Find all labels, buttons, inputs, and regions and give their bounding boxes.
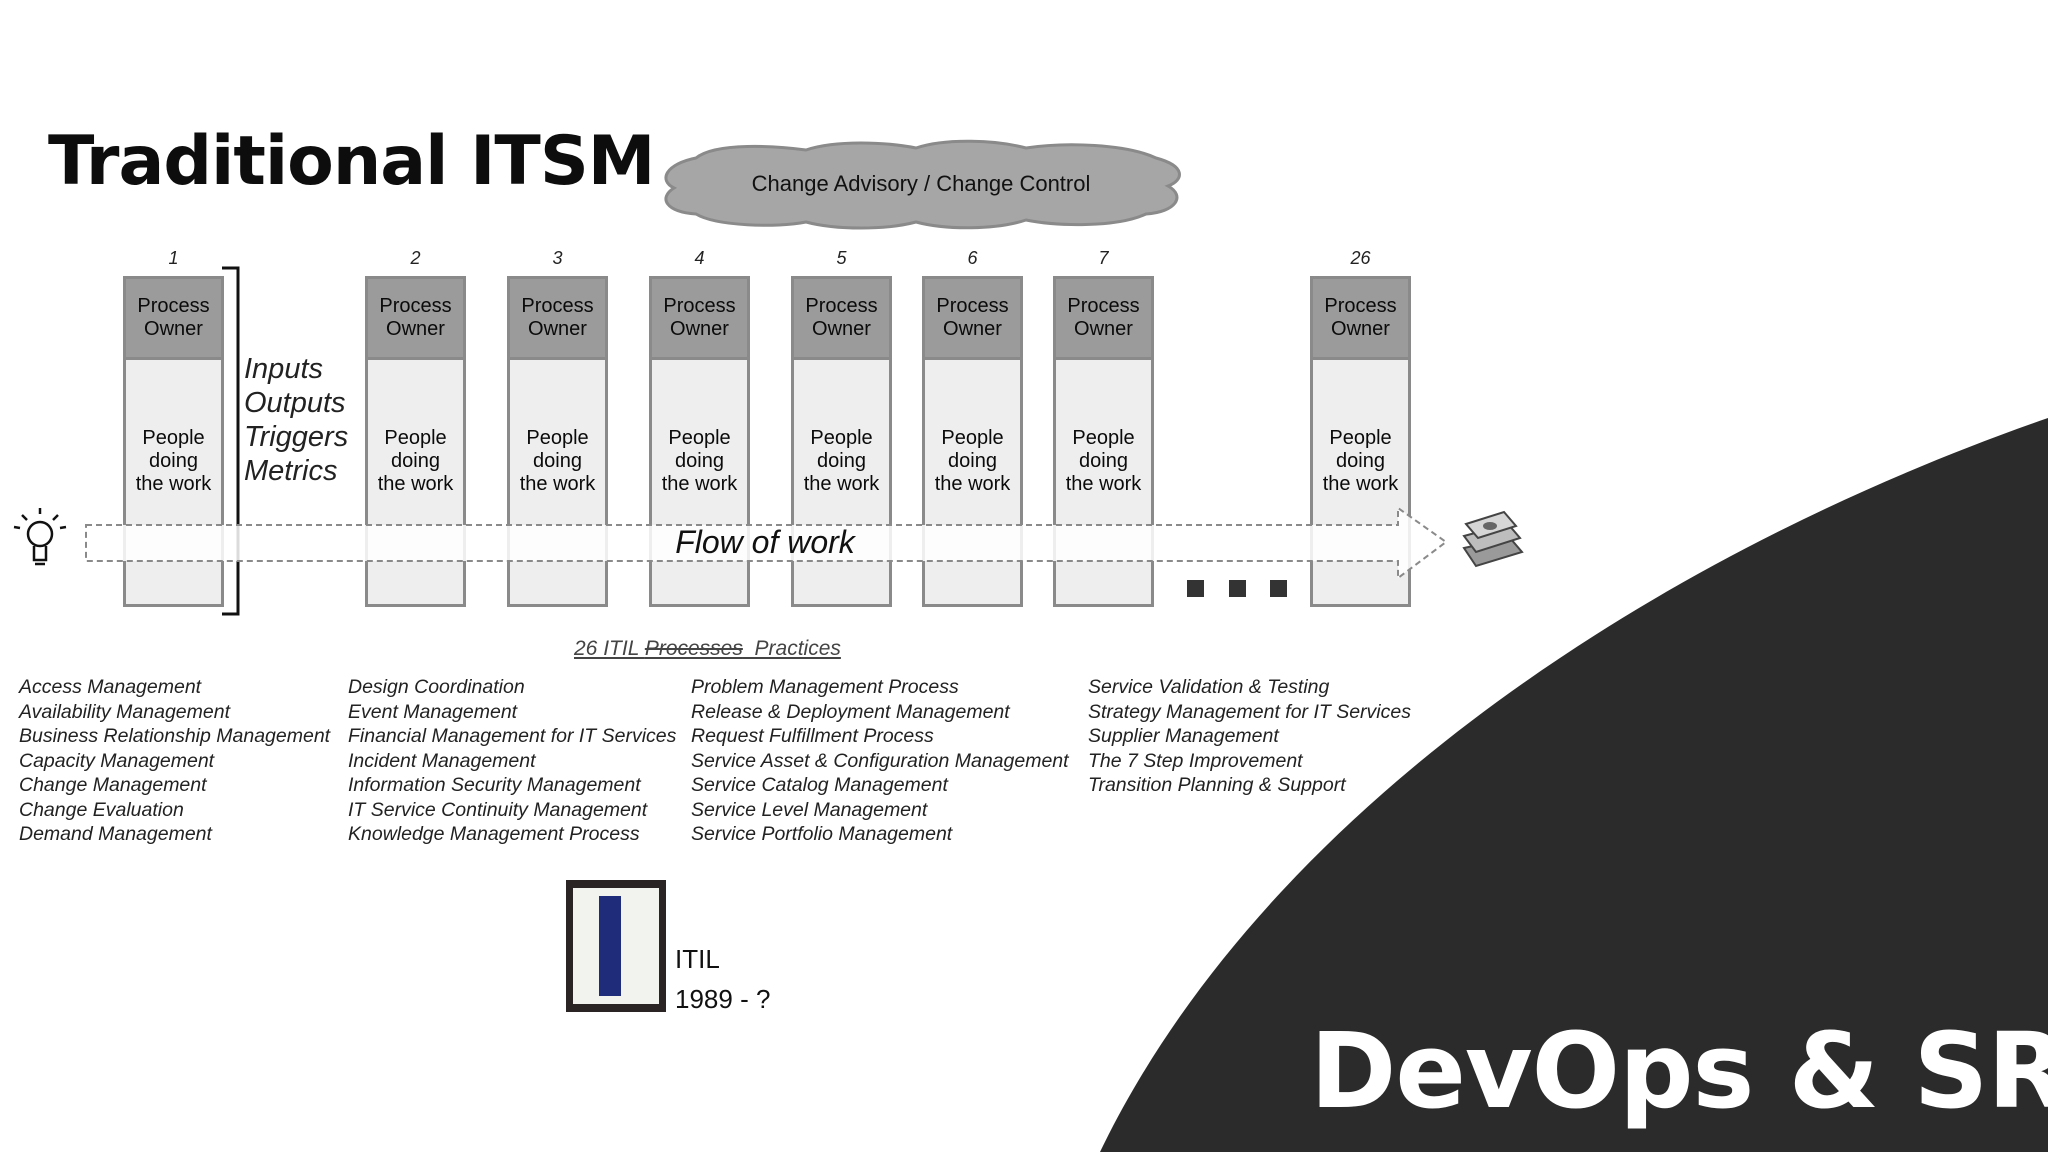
people-doing-work-label: People doing the work	[519, 427, 596, 495]
ellipsis-dot	[1270, 580, 1287, 597]
practice-item: Access Management	[19, 676, 202, 698]
process-owner-label: Process Owner	[791, 276, 892, 360]
practice-item: Problem Management Process	[691, 676, 959, 698]
itil-caption: ITIL 1989 - ?	[675, 939, 770, 1019]
practice-item: Request Fulfillment Process	[691, 725, 934, 747]
triggers-label: Triggers	[244, 421, 349, 453]
people-doing-work-label: People doing the work	[377, 427, 454, 495]
process-owner-label: Process Owner	[365, 276, 466, 360]
practices-heading: 26 ITIL Processes Practices	[574, 637, 841, 661]
lightbulb-icon	[13, 508, 67, 566]
metrics-label: Metrics	[244, 455, 338, 487]
process-number: 6	[967, 248, 978, 268]
ellipsis-dot	[1229, 580, 1246, 597]
heading-prefix: 26 ITIL	[574, 637, 645, 660]
process-owner-label: Process Owner	[123, 276, 224, 360]
people-doing-work-label: People doing the work	[1322, 427, 1399, 495]
process-owner-label: Process Owner	[507, 276, 608, 360]
process-number: 2	[410, 248, 421, 268]
practice-item: Design Coordination	[348, 676, 525, 698]
practice-item: Demand Management	[19, 823, 212, 845]
inputs-label: Inputs	[244, 353, 323, 385]
practice-item: Information Security Management	[348, 774, 641, 796]
change-advisory-cloud: Change Advisory / Change Control	[656, 136, 1186, 232]
people-doing-work-label: People doing the work	[803, 427, 880, 495]
bracket-labels: Inputs Outputs Triggers Metrics	[244, 352, 348, 488]
bracket	[222, 266, 240, 616]
process-number: 26	[1350, 248, 1371, 268]
practice-item: Strategy Management for IT Services	[1088, 700, 1411, 723]
practice-item: Incident Management	[348, 749, 536, 772]
practice-item: Business Relationship Management	[19, 725, 331, 747]
cloud-label: Change Advisory / Change Control	[751, 171, 1091, 196]
ellipsis-dot	[1187, 580, 1204, 597]
practice-item: Supplier Management	[1088, 725, 1279, 747]
practice-item: Change Evaluation	[19, 798, 184, 821]
practice-item: Financial Management for IT Services	[348, 725, 677, 747]
process-number: 4	[694, 248, 705, 268]
heading-suffix: Practices	[742, 637, 841, 660]
process-number: 3	[552, 248, 563, 268]
practice-item: The 7 Step Improvement	[1088, 749, 1303, 772]
practice-item: IT Service Continuity Management	[348, 798, 648, 821]
itil-years: 1989 - ?	[675, 984, 771, 1014]
flow-label: Flow of work	[675, 524, 855, 560]
cloud-shape	[664, 139, 1181, 230]
practice-item: Service Catalog Management	[691, 774, 948, 796]
process-number: 7	[1098, 248, 1109, 268]
money-stack-icon	[1458, 510, 1524, 572]
practice-item: Service Validation & Testing	[1088, 676, 1330, 698]
process-owner-label: Process Owner	[922, 276, 1023, 360]
practice-item: Service Portfolio Management	[691, 823, 953, 845]
practice-item: Service Asset & Configuration Management	[691, 749, 1069, 772]
book-cover	[573, 888, 659, 1004]
practice-item: Capacity Management	[19, 749, 215, 772]
people-doing-work-label: People doing the work	[1065, 427, 1142, 495]
process-owner-label: Process Owner	[1310, 276, 1411, 360]
practice-item: Knowledge Management Process	[348, 823, 640, 845]
practice-item: Availability Management	[19, 700, 231, 723]
process-owner-label: Process Owner	[1053, 276, 1154, 360]
itil-label: ITIL	[675, 944, 720, 974]
process-number: 5	[836, 248, 847, 268]
practice-item: Transition Planning & Support	[1088, 774, 1346, 796]
practice-item: Service Level Management	[691, 798, 928, 821]
people-doing-work-label: People doing the work	[661, 427, 738, 495]
itil-book-image	[566, 880, 666, 1012]
practice-item: Change Management	[19, 774, 207, 796]
people-doing-work-label: People doing the work	[934, 427, 1011, 495]
process-number: 1	[168, 248, 179, 268]
slide-title: Traditional ITSM	[48, 122, 655, 201]
book-spine-band	[599, 896, 621, 996]
practice-item: Release & Deployment Management	[691, 700, 1010, 723]
practice-item: Event Management	[348, 700, 518, 723]
brand-title: DevOps & SRE	[1310, 1010, 2048, 1132]
process-owner-label: Process Owner	[649, 276, 750, 360]
outputs-label: Outputs	[244, 387, 346, 419]
people-doing-work-label: People doing the work	[135, 427, 212, 495]
heading-struck-word: Processes	[644, 637, 743, 660]
